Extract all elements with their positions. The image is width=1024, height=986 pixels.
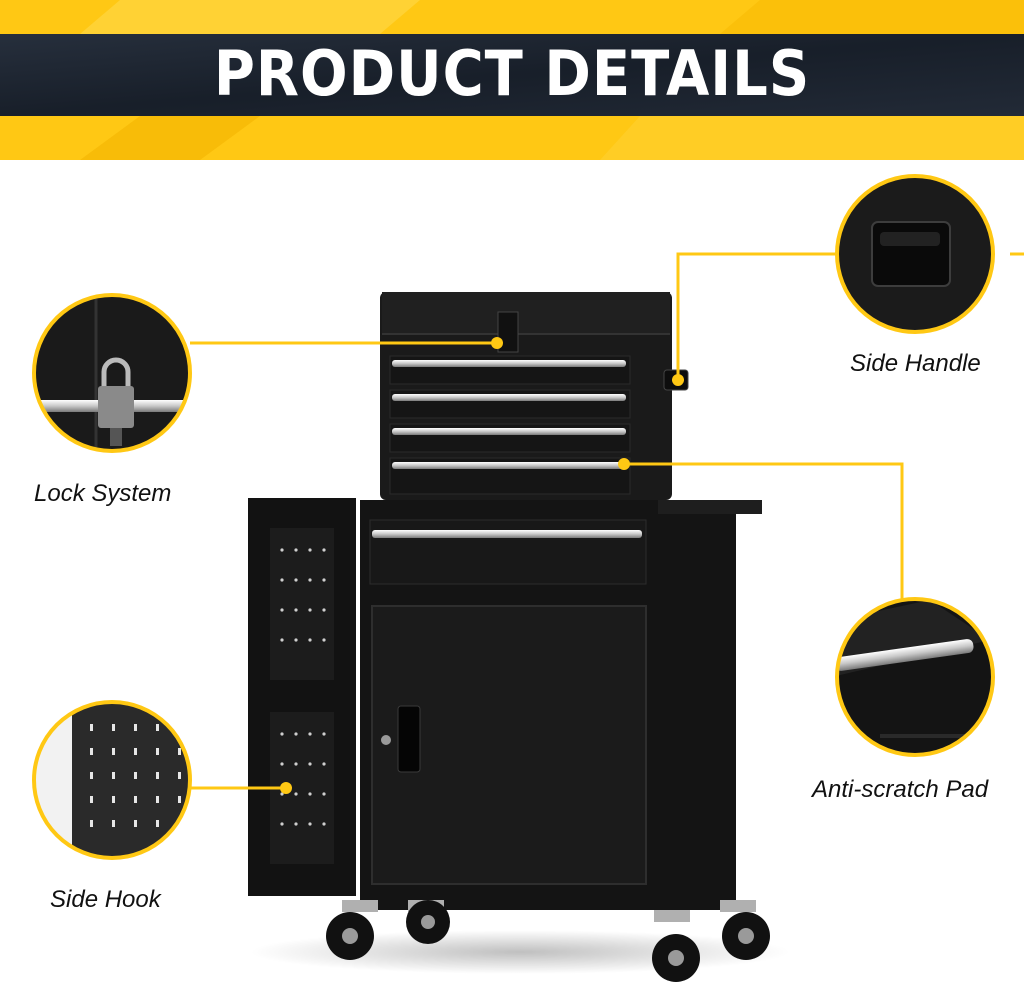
- lock-system-label: Lock System: [34, 480, 172, 507]
- page-title: PRODUCT DETAILS: [213, 38, 811, 111]
- rolling-cabinet: [248, 498, 762, 910]
- caster-wheels: [326, 900, 770, 982]
- top-tool-chest: [380, 292, 689, 500]
- side-handle-label: Side Handle: [850, 350, 981, 377]
- callout-lines: [188, 252, 1024, 790]
- anti-scratch-pad-label: Anti-scratch Pad: [812, 776, 989, 803]
- lock-system-detail: [32, 293, 192, 453]
- header-banner: [0, 0, 1024, 160]
- side-handle-detail: [835, 174, 995, 334]
- anti-scratch-pad-detail: [835, 597, 995, 757]
- side-hook-label: Side Hook: [50, 886, 161, 913]
- side-hook-detail: [32, 700, 192, 860]
